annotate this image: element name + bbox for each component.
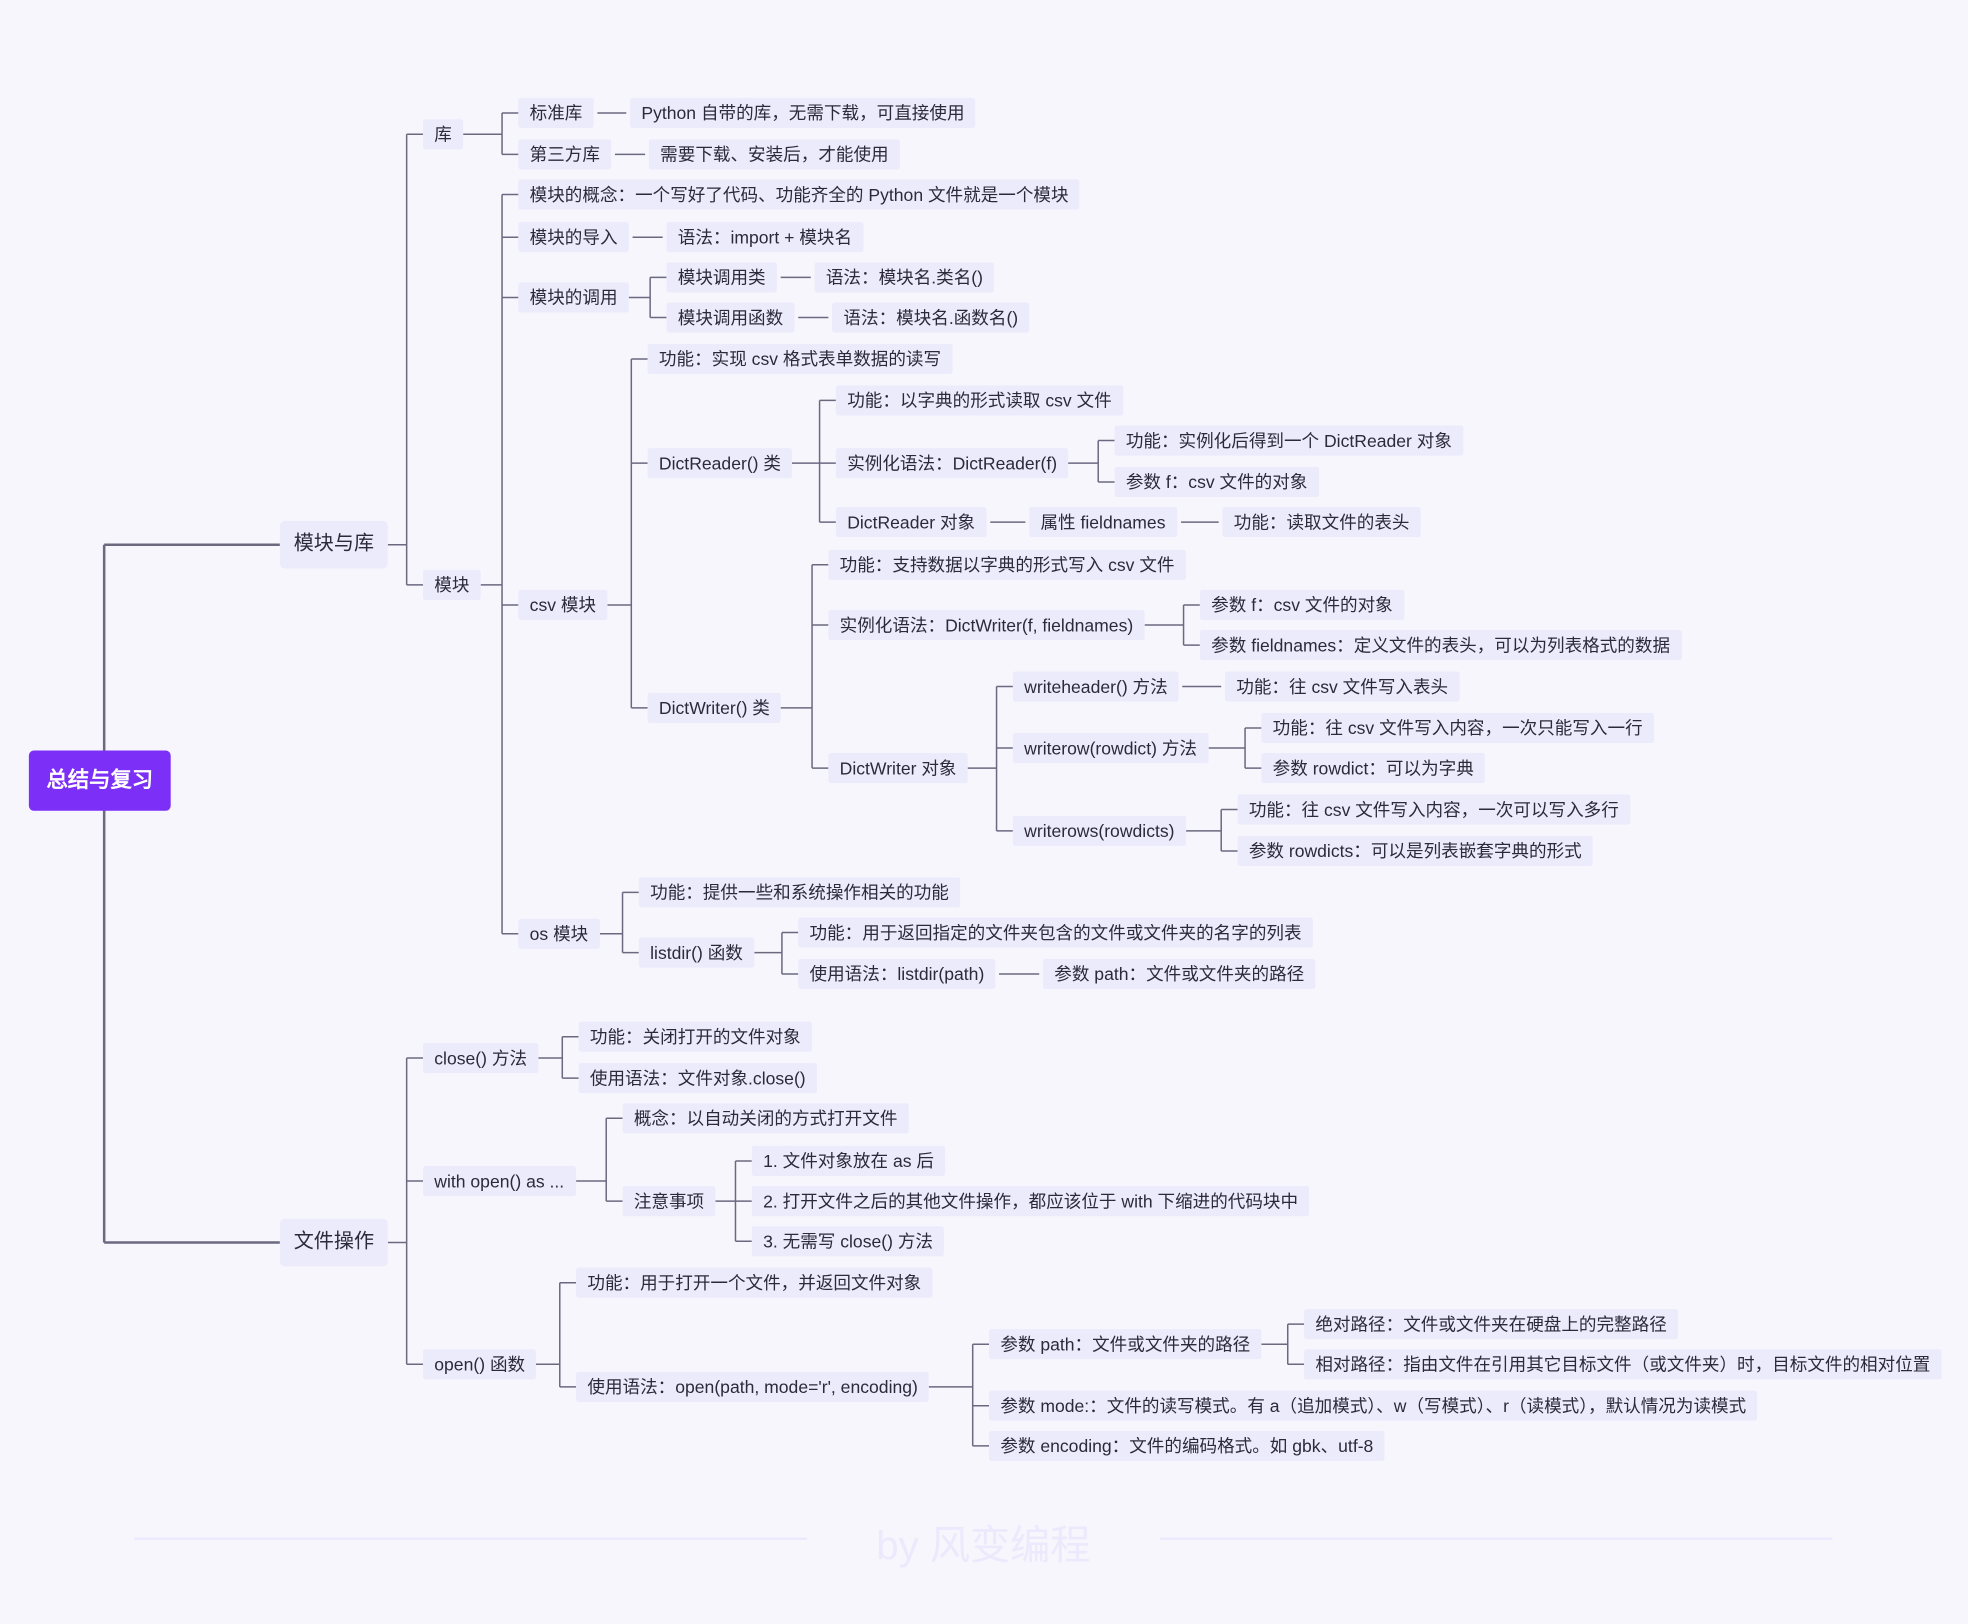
mindmap-node[interactable]: 使用语法：open(path, mode='r', encoding) (576, 1371, 930, 1402)
mindmap-node[interactable]: 参数 encoding：文件的编码格式。如 gbk、utf-8 (989, 1430, 1385, 1461)
mindmap-node[interactable]: 实例化语法：DictWriter(f, fieldnames) (828, 609, 1145, 641)
mindmap-node[interactable]: 使用语法：listdir(path) (798, 958, 996, 990)
mindmap-node[interactable]: with open() as ... (422, 1165, 576, 1197)
mindmap-node[interactable]: 相对路径：指由文件在引用其它目标文件（或文件夹）时，目标文件的相对位置 (1304, 1349, 1942, 1380)
watermark-line-right (1159, 1537, 1833, 1541)
mindmap-node[interactable]: writerows(rowdicts) (1012, 815, 1186, 846)
mindmap-node[interactable]: 语法：import + 模块名 (666, 222, 864, 253)
mindmap-node[interactable]: DictReader 对象 (835, 507, 987, 538)
mindmap-node[interactable]: 2. 打开文件之后的其他文件操作，都应该位于 with 下缩进的代码块中 (751, 1186, 1310, 1217)
mindmap-node[interactable]: 实例化语法：DictReader(f) (835, 448, 1069, 479)
mindmap-node[interactable]: 模块的概念：一个写好了代码、功能齐全的 Python 文件就是一个模块 (518, 179, 1080, 210)
mindmap-node[interactable]: 功能：往 csv 文件写入表头 (1224, 671, 1460, 702)
mindmap-node[interactable]: 属性 fieldnames (1029, 507, 1177, 538)
mindmap-node[interactable]: DictReader() 类 (647, 448, 793, 479)
mindmap-node[interactable]: 参数 path：文件或文件夹的路径 (1042, 958, 1316, 990)
mindmap-node[interactable]: writeheader() 方法 (1012, 671, 1180, 702)
mindmap-node[interactable]: 功能：以字典的形式读取 csv 文件 (835, 385, 1124, 416)
mindmap-node[interactable]: close() 方法 (422, 1042, 539, 1074)
mindmap-node[interactable]: 语法：模块名.函数名() (832, 302, 1030, 333)
mindmap-node[interactable]: 功能：用于打开一个文件，并返回文件对象 (576, 1267, 933, 1298)
mindmap-node[interactable]: 使用语法：文件对象.close() (578, 1063, 817, 1094)
mindmap-node[interactable]: 模块的导入 (518, 222, 629, 253)
mindmap-node[interactable]: 参数 path：文件或文件夹的路径 (989, 1329, 1262, 1360)
mindmap-node[interactable]: 参数 rowdict：可以为字典 (1261, 753, 1486, 784)
mindmap-node[interactable]: 标准库 (518, 97, 594, 129)
mindmap-node[interactable]: 注意事项 (622, 1186, 716, 1217)
mindmap-node[interactable]: 库 (422, 119, 464, 150)
mindmap-node[interactable]: 参数 fieldnames：定义文件的表头，可以为列表格式的数据 (1199, 630, 1682, 661)
watermark: by 风变编程 (876, 1522, 1091, 1568)
mindmap-node[interactable]: DictWriter 对象 (828, 753, 968, 784)
mindmap-node[interactable]: 参数 f：csv 文件的对象 (1114, 466, 1319, 498)
mindmap-node[interactable]: open() 函数 (422, 1349, 537, 1380)
mindmap-node[interactable]: writerow(rowdict) 方法 (1012, 732, 1209, 764)
mindmap-node[interactable]: 文件操作 (279, 1218, 388, 1267)
root-node[interactable]: 总结与复习 (28, 750, 171, 811)
mindmap-node[interactable]: csv 模块 (518, 589, 608, 621)
mindmap-node[interactable]: 模块与库 (279, 520, 388, 569)
mindmap-node[interactable]: 需要下载、安装后，才能使用 (648, 139, 900, 170)
mindmap-node[interactable]: 绝对路径：文件或文件夹在硬盘上的完整路径 (1304, 1309, 1679, 1340)
mindmap-node[interactable]: listdir() 函数 (638, 937, 755, 968)
mindmap-node[interactable]: 功能：用于返回指定的文件夹包含的文件或文件夹的名字的列表 (798, 917, 1313, 948)
mindmap-node[interactable]: 功能：支持数据以字典的形式写入 csv 文件 (828, 549, 1186, 580)
mindmap-node[interactable]: 功能：实现 csv 格式表单数据的读写 (647, 343, 953, 375)
mindmap-node[interactable]: 3. 无需写 close() 方法 (751, 1226, 945, 1257)
mindmap-node[interactable]: 参数 rowdicts：可以是列表嵌套字典的形式 (1237, 835, 1594, 867)
mindmap-node[interactable]: os 模块 (518, 918, 600, 949)
mindmap-node[interactable]: 模块 (422, 569, 481, 600)
mindmap-node[interactable]: 功能：关闭打开的文件对象 (578, 1021, 813, 1052)
mindmap-node[interactable]: 参数 f：csv 文件的对象 (1199, 589, 1405, 621)
mindmap-node[interactable]: 第三方库 (518, 139, 612, 170)
mindmap-node[interactable]: 模块调用函数 (666, 302, 795, 333)
watermark-line-left (134, 1537, 808, 1541)
mindmap-node[interactable]: 功能：实例化后得到一个 DictReader 对象 (1114, 425, 1464, 456)
mindmap-node[interactable]: 语法：模块名.类名() (814, 262, 995, 293)
mindmap-node[interactable]: Python 自带的库，无需下载，可直接使用 (630, 97, 976, 129)
mindmap-node[interactable]: 1. 文件对象放在 as 后 (751, 1145, 946, 1177)
mindmap-node[interactable]: 模块的调用 (518, 282, 629, 313)
mindmap-node[interactable]: 参数 mode:：文件的读写模式。有 a（追加模式）、w（写模式）、r（读模式）… (989, 1390, 1758, 1421)
mindmap-node[interactable]: DictWriter() 类 (647, 692, 782, 723)
mindmap-node[interactable]: 概念：以自动关闭的方式打开文件 (622, 1103, 909, 1134)
mindmap-node[interactable]: 功能：读取文件的表头 (1222, 507, 1421, 538)
mindmap-node[interactable]: 模块调用类 (666, 262, 777, 293)
mindmap-node[interactable]: 功能：往 csv 文件写入内容，一次可以写入多行 (1237, 794, 1631, 825)
mindmap-node[interactable]: 功能：提供一些和系统操作相关的功能 (638, 877, 961, 908)
mindmap-node[interactable]: 功能：往 csv 文件写入内容，一次只能写入一行 (1261, 712, 1654, 744)
